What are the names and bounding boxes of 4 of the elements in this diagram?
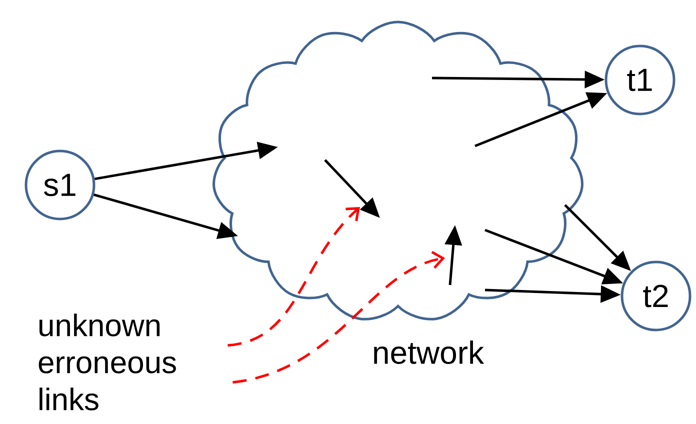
- cloud-caption: network: [374, 340, 484, 364]
- dashed-arrow: [228, 207, 360, 347]
- dashed-arrow: [232, 250, 445, 384]
- annotation-text: unknown erroneous links: [38, 314, 176, 410]
